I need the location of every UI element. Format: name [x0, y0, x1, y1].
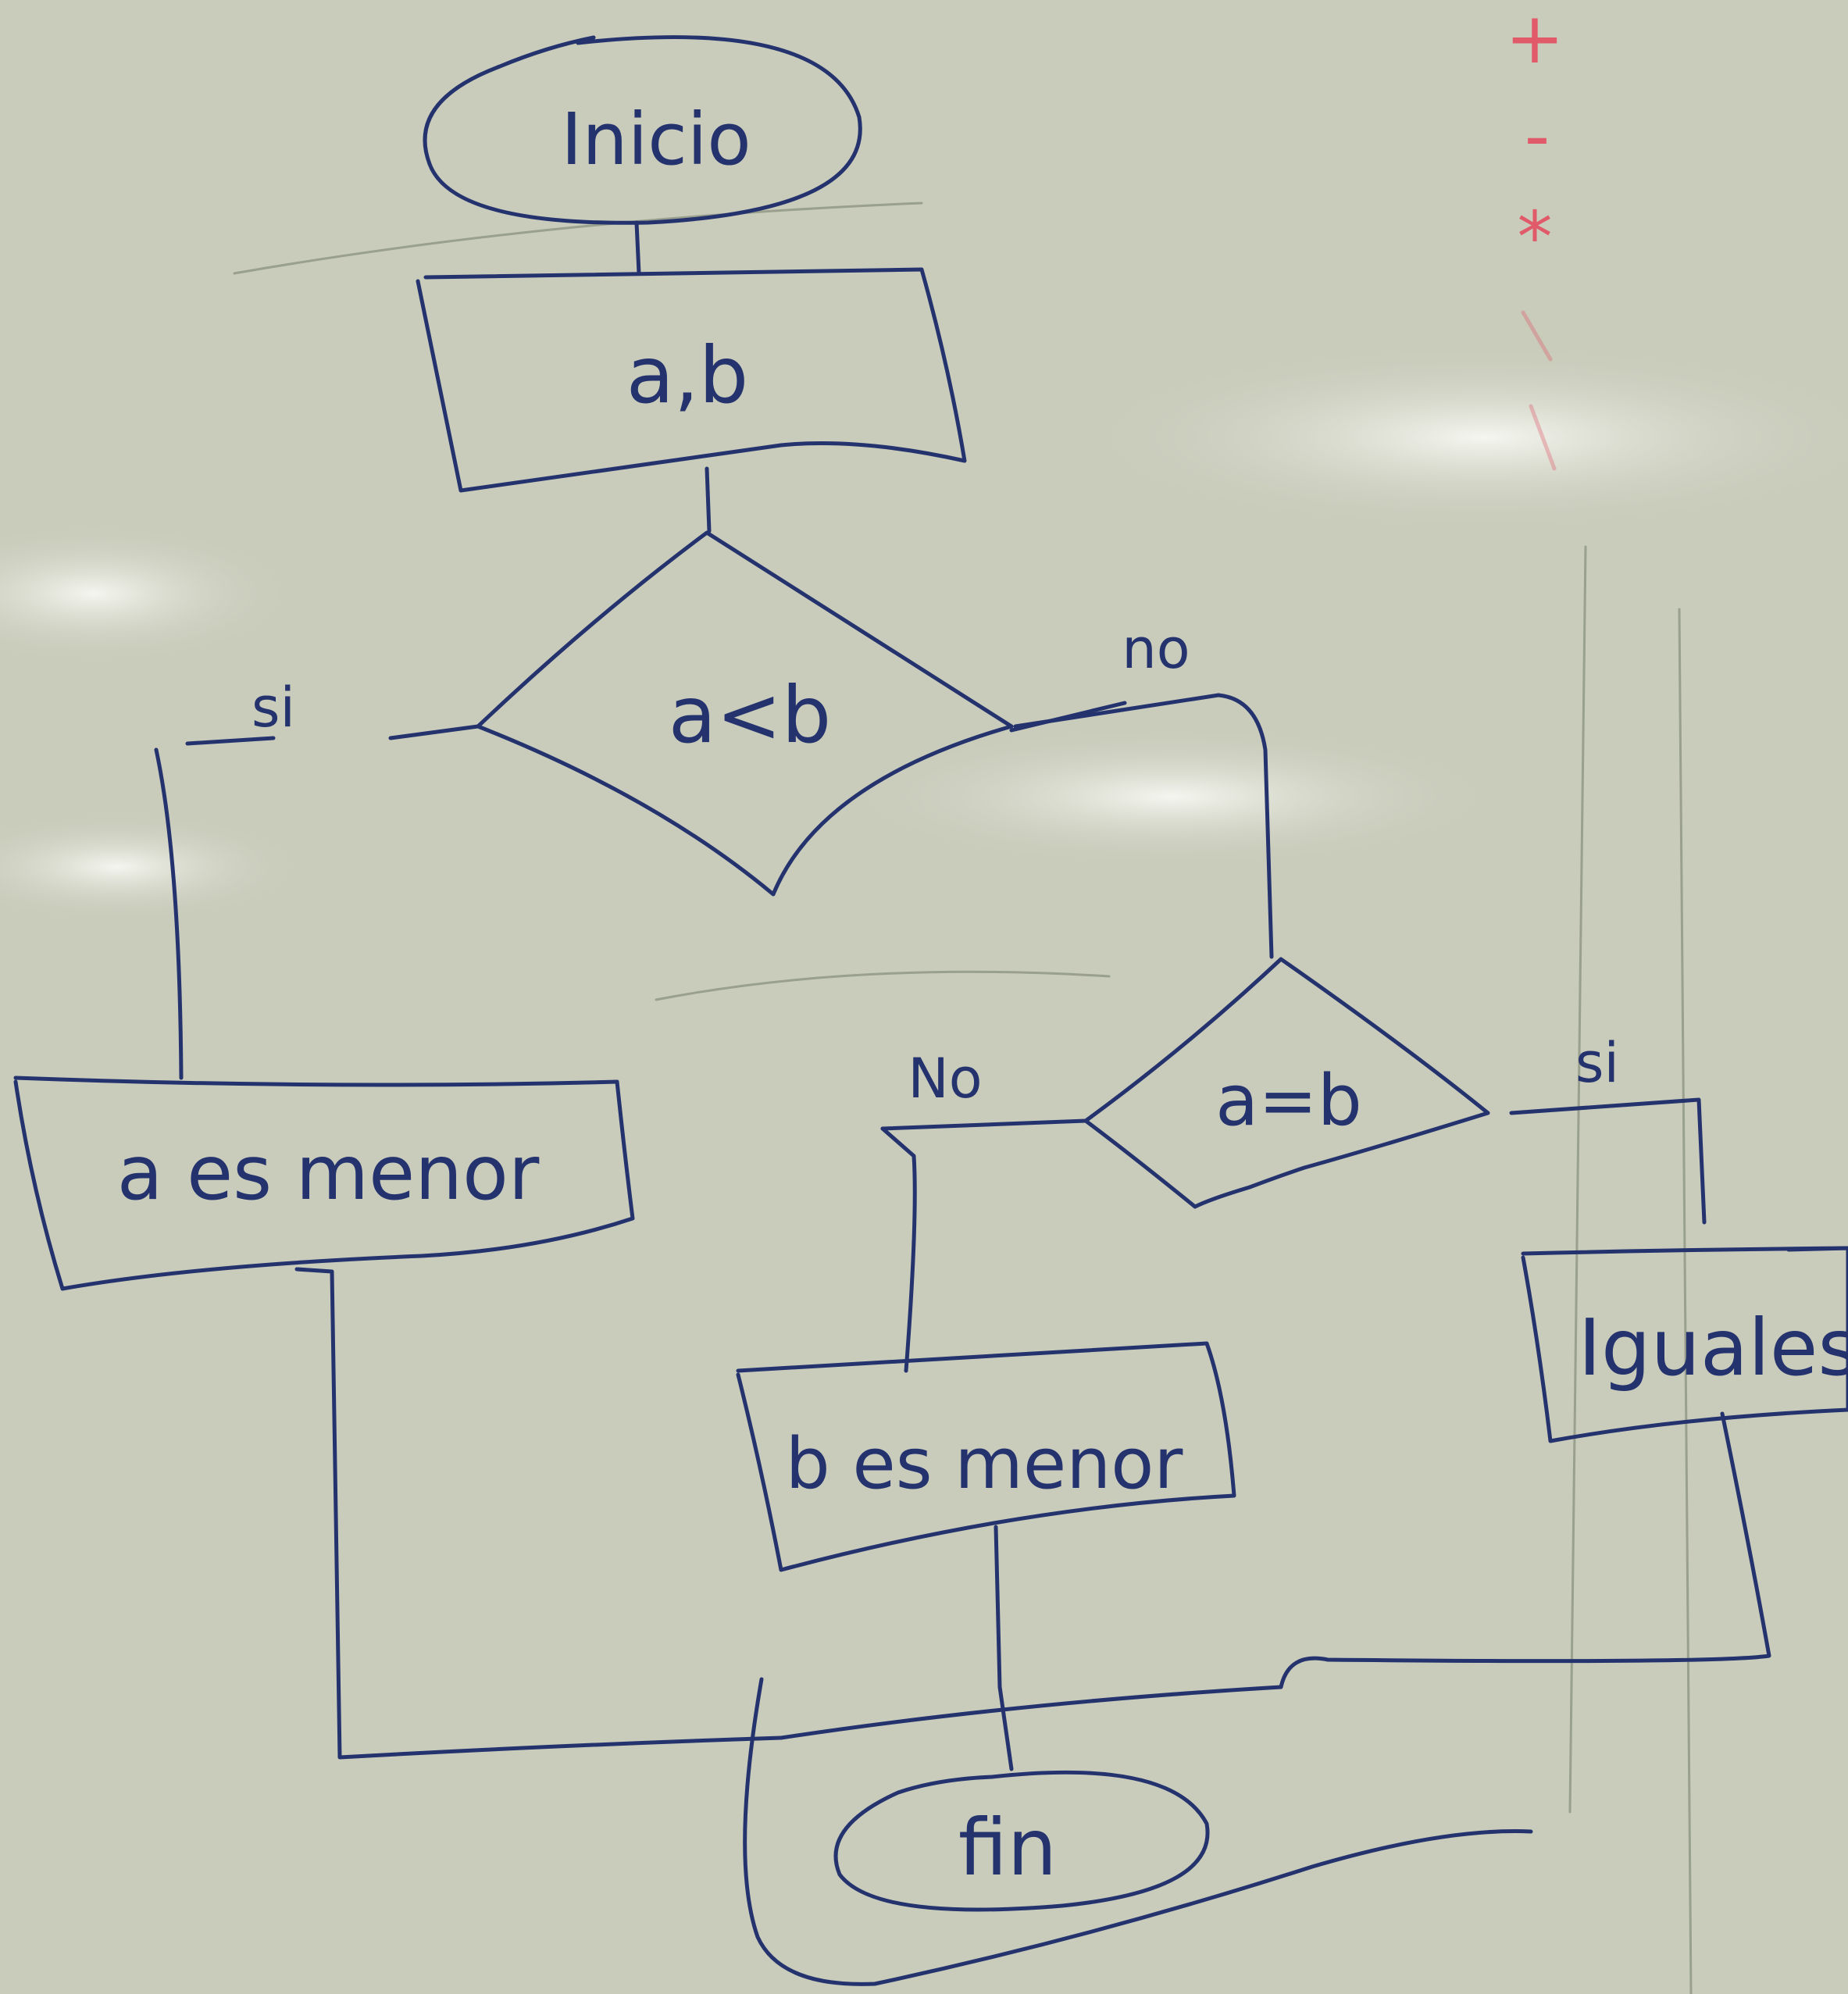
ghost-mark — [1678, 608, 1693, 1994]
connectors — [154, 220, 1848, 1986]
margin-mark-star: * — [1518, 197, 1553, 279]
connector-a-merge — [779, 1685, 1283, 1740]
connector-input-decision — [705, 466, 712, 533]
output-b-box — [736, 1341, 1236, 1572]
connector-yes-branch — [388, 724, 480, 740]
margin-mark-minus: - — [1525, 95, 1550, 177]
input-label: a,b — [626, 330, 749, 421]
connector-start-input — [634, 220, 641, 276]
output-b-label: b es menor — [786, 1423, 1183, 1505]
margin-marks: + - * — [1505, 0, 1564, 471]
output-a-label: a es menor — [117, 1129, 540, 1217]
decision-1-label: a<b — [669, 669, 832, 761]
light-glare — [844, 726, 1500, 867]
connector-d2-no — [880, 1126, 917, 1373]
end-terminal — [833, 1770, 1210, 1912]
connector-a-merge — [294, 1267, 783, 1760]
input-box — [416, 267, 967, 493]
decision-2-no-label: No — [908, 1047, 982, 1111]
connector-no-branch — [1013, 693, 1274, 959]
connector-outer-loop — [743, 1677, 1533, 1986]
output-equal-box — [1521, 1246, 1848, 1443]
ghost-mark — [1568, 545, 1587, 1814]
connector-yes-branch — [185, 736, 276, 746]
light-glare — [1078, 344, 1848, 531]
end-label: fin — [958, 1802, 1057, 1893]
ghost-mark — [233, 202, 923, 275]
connector-d2-no — [880, 1118, 1088, 1131]
smudged-mark — [1521, 310, 1557, 471]
connector-b-fin — [994, 1525, 1014, 1771]
connector-d2-yes — [1509, 1097, 1707, 1225]
start-label: Inicio — [561, 98, 751, 181]
decision-1-yes-label: si — [252, 676, 295, 740]
decision-2-label: a=b — [1215, 1060, 1362, 1142]
decision-2-diamond — [1083, 957, 1490, 1209]
decision-1-diamond — [476, 530, 1014, 897]
light-glare — [0, 812, 305, 922]
output-a-box — [13, 1075, 635, 1291]
connector-iguales-merge — [1279, 1411, 1771, 1689]
ghost-mark — [655, 970, 1111, 1001]
connector-yes-branch — [154, 747, 184, 1080]
light-glare — [0, 523, 297, 664]
output-equal-label: Iguales — [1578, 1302, 1848, 1393]
decision-1-no-label: no — [1122, 617, 1190, 681]
margin-mark-plus: + — [1505, 0, 1564, 80]
start-terminal — [423, 35, 862, 225]
decision-2-yes-label: si — [1575, 1031, 1619, 1095]
